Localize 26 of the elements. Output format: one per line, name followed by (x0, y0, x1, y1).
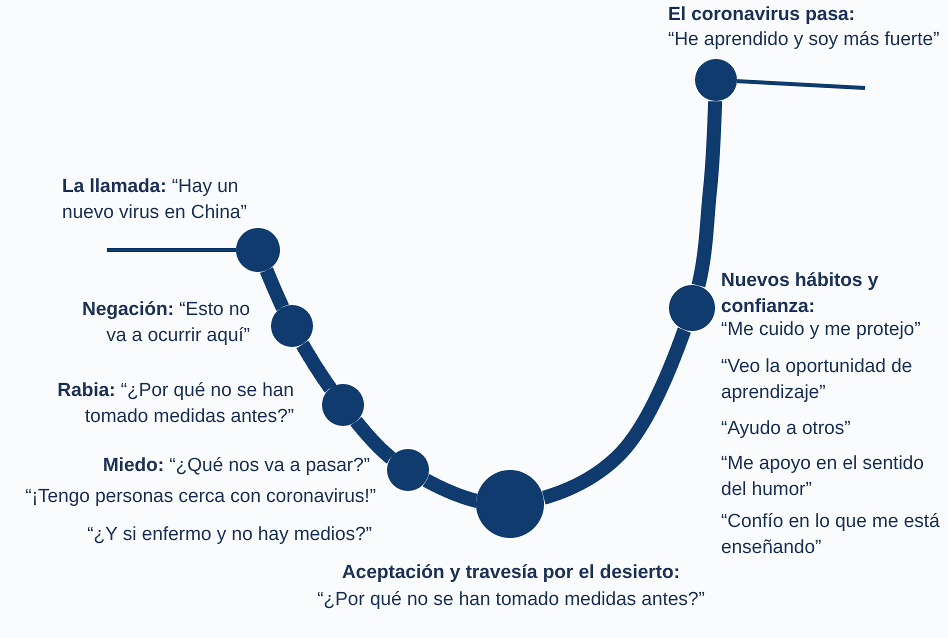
stage-label: La llamada: “Hay un nuevo virus en China” (62, 175, 248, 225)
quote-text: “He aprendido y soy más fuerte” (668, 28, 940, 52)
tail-line (736, 79, 866, 90)
stage-dot (322, 384, 364, 426)
stage-label: Rabia: “¿Por qué no se han tomado medidas antes?” (56, 379, 294, 429)
quote-text: “Veo la oportunidad de aprendizaje” (721, 355, 914, 405)
quote-text: “Confío en lo que me está enseñando” (721, 510, 941, 560)
stage-dot (669, 285, 715, 331)
stage-heading: Nuevos hábitos y confianza: (721, 269, 880, 319)
curve-segment (296, 338, 338, 395)
quote-text: “¿Por qué no se han tomado medidas antes?” (316, 588, 706, 612)
quote-text: “Ayudo a otros” (721, 417, 852, 441)
stage-dot (271, 305, 313, 347)
quote-text: “¡Tengo personas cerca con coronavirus!” (24, 485, 376, 509)
quote-text: “Me cuido y me protejo” (721, 318, 922, 342)
tail-line (107, 248, 236, 252)
stage-label: Negación: “Esto no va a ocurrir aquí” (81, 298, 250, 348)
stage-dot (387, 449, 429, 491)
stage-heading: El coronavirus pasa: (668, 3, 856, 27)
quote-text: “¿Y si enfermo y no hay medios?” (86, 523, 372, 547)
stage-dot (695, 59, 737, 101)
stage-dot (236, 228, 280, 272)
curve-segment (349, 414, 398, 465)
stage-heading: Aceptación y travesía por el desierto: (342, 561, 680, 585)
stage-label: Miedo: “¿Qué nos va a pasar?” (102, 454, 370, 478)
quote-text: “Me apoyo en el sentido del humor” (721, 452, 925, 502)
